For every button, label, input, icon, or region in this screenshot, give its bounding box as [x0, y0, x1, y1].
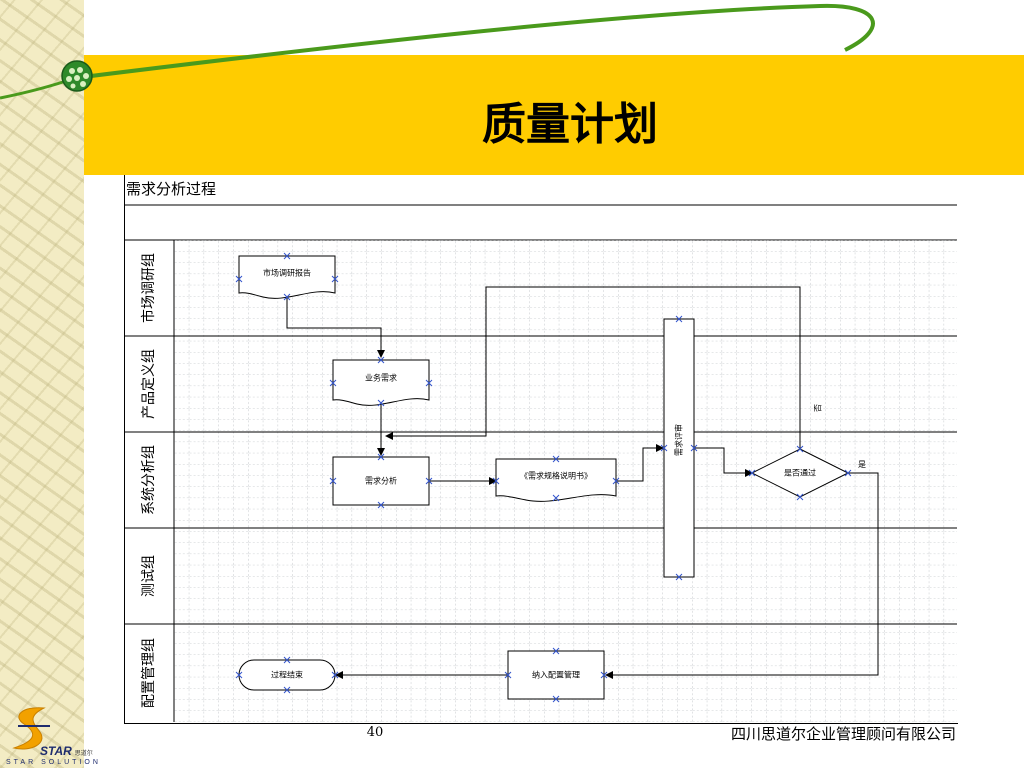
- edge-pass-check-to-config-baseline: [605, 472, 879, 679]
- lane-label-product: 产品定义组: [141, 349, 157, 419]
- node-label-req-spec: 《需求规格说明书》: [520, 471, 592, 481]
- connection-markers: [235, 252, 852, 703]
- node-label-req-analysis: 需求分析: [365, 476, 397, 486]
- star-logo-icon: [12, 707, 50, 750]
- title-band: [84, 55, 1024, 175]
- node-label-req-review: 需求评审: [674, 424, 684, 456]
- node-req-analysis: [332, 456, 430, 506]
- slide-title: 质量计划: [482, 99, 658, 150]
- green-swoosh-decoration: [0, 3, 875, 100]
- green-globe-icon: [61, 60, 93, 92]
- edge-req-spec-to-req-review: [616, 444, 664, 482]
- node-req-spec: [495, 458, 617, 502]
- page-number: 40: [366, 725, 384, 740]
- lane-label-system: 系统分析组: [141, 445, 157, 515]
- node-label-market-report: 市场调研报告: [263, 268, 311, 278]
- edge-label-no: 否: [813, 404, 823, 412]
- node-label-pass-check: 是否通过: [784, 468, 816, 478]
- edge-label-yes: 是: [858, 460, 866, 469]
- edge-req-review-to-pass-check: [694, 447, 753, 477]
- node-label-process-end: 过程结束: [271, 670, 303, 680]
- edge-market-report-to-business-req: [286, 297, 385, 358]
- node-market-report: [238, 255, 336, 299]
- logo-tagline: STAR SOLUTION: [6, 759, 101, 766]
- edge-pass-check-to-business-req: [385, 286, 801, 449]
- node-label-config-baseline: 纳入配置管理: [532, 670, 580, 680]
- node-label-business-req: 业务需求: [365, 373, 397, 383]
- node-business-req: [332, 359, 430, 406]
- decorative-pattern-strip: [0, 0, 84, 768]
- company-name: 四川思道尔企业管理顾问有限公司: [730, 725, 956, 743]
- diagram-title: 需求分析过程: [126, 180, 217, 198]
- lane-label-test: 测试组: [141, 555, 157, 597]
- lane-label-config: 配置管理组: [141, 638, 157, 708]
- lane-label-market: 市场调研组: [141, 253, 157, 323]
